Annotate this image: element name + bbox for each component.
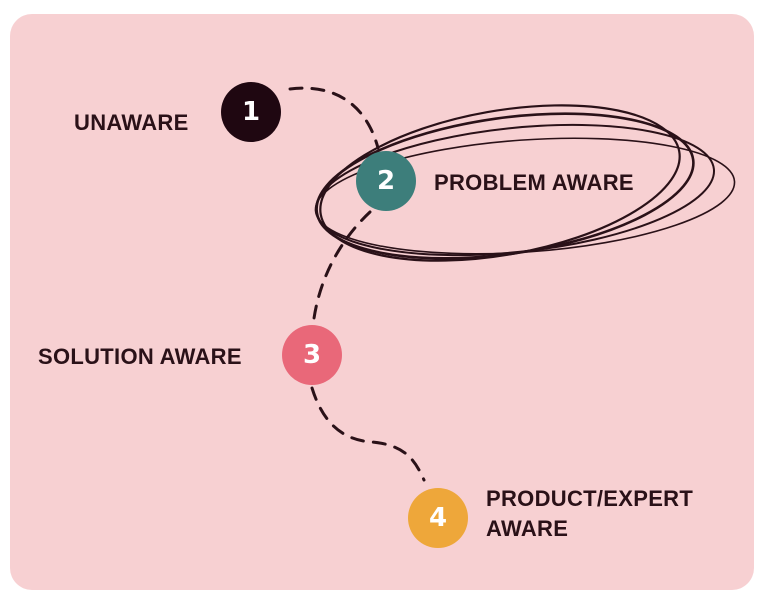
stage-1-badge: 1: [221, 82, 281, 142]
stage-3-badge: 3: [282, 325, 342, 385]
stage-1-label: UNAWARE: [74, 110, 189, 135]
connector-3-4: [310, 386, 426, 482]
stage-1-number: 1: [241, 97, 261, 127]
diagram-card: [10, 14, 754, 590]
stage-2-number: 2: [376, 166, 396, 196]
stage-2-label: PROBLEM AWARE: [434, 170, 634, 195]
stage-4-label-line2: AWARE: [486, 516, 569, 541]
stage-4-label-line1: PRODUCT/EXPERT: [486, 486, 694, 511]
stage-3-label: SOLUTION AWARE: [38, 344, 242, 369]
stage-2-badge: 2: [356, 151, 416, 211]
stage-4-badge: 4: [408, 488, 468, 548]
connector-2-3: [311, 210, 372, 328]
stage-4-number: 4: [428, 503, 448, 533]
connector-1-2: [288, 86, 380, 150]
highlight-scribble: [314, 104, 736, 262]
stage-4-label: PRODUCT/EXPERT AWARE: [486, 484, 693, 544]
stage-3-number: 3: [302, 340, 322, 370]
